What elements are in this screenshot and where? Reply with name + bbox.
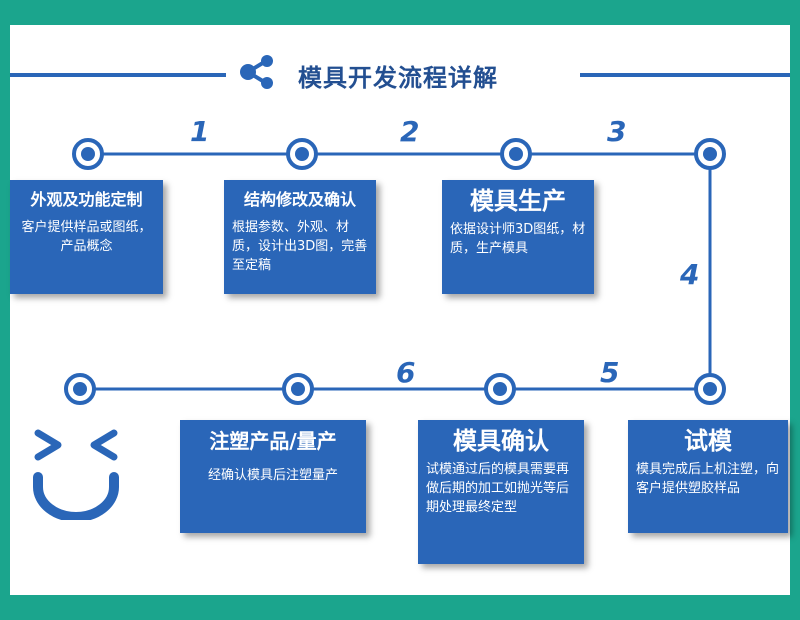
smiley-face-icon [33, 429, 119, 520]
step-box-6: 注塑产品/量产 经确认模具后注塑量产 [180, 420, 366, 533]
flow-node [72, 138, 104, 170]
header-line-right [580, 73, 790, 77]
step-title: 注塑产品/量产 [209, 429, 337, 453]
step-box-1: 外观及功能定制 客户提供样品或图纸，产品概念 [10, 180, 163, 294]
step-box-4: 试模 模具完成后上机注塑，向客户提供塑胶样品 [628, 420, 788, 533]
step-box-3: 模具生产 依据设计师3D图纸，材质，生产模具 [442, 180, 594, 294]
step-description: 试模通过后的模具需要再做后期的加工如抛光等后期处理最终定型 [426, 462, 570, 515]
share-icon [240, 55, 273, 89]
step-title: 模具生产 [470, 187, 566, 215]
step-number-3: 3 [607, 115, 627, 148]
flow-node [286, 138, 318, 170]
step-number-5: 5 [600, 356, 620, 389]
header-line-left [10, 73, 226, 77]
flow-node [282, 373, 314, 405]
step-description: 根据参数、外观、材质，设计出3D图，完善至定稿 [232, 220, 368, 273]
step-box-5: 模具确认 试模通过后的模具需要再做后期的加工如抛光等后期处理最终定型 [418, 420, 584, 564]
step-title: 模具确认 [453, 427, 549, 455]
step-description: 经确认模具后注塑量产 [207, 468, 338, 483]
flow-node [64, 373, 96, 405]
flow-node [694, 373, 726, 405]
flow-node [484, 373, 516, 405]
step-title: 外观及功能定制 [30, 190, 143, 209]
step-number-6: 6 [396, 356, 416, 389]
step-description: 模具完成后上机注塑，向客户提供塑胶样品 [636, 462, 780, 496]
step-number-1: 1 [190, 115, 210, 148]
step-description: 客户提供样品或图纸，产品概念 [21, 220, 152, 254]
page-title: 模具开发流程详解 [298, 64, 498, 92]
step-box-2: 结构修改及确认 根据参数、外观、材质，设计出3D图，完善至定稿 [224, 180, 376, 294]
step-description: 依据设计师3D图纸，材质，生产模具 [450, 222, 586, 256]
flow-node [694, 138, 726, 170]
step-number-4: 4 [680, 258, 700, 291]
step-title: 试模 [684, 427, 732, 455]
step-number-2: 2 [400, 115, 420, 148]
flow-node [500, 138, 532, 170]
step-title: 结构修改及确认 [243, 190, 356, 209]
